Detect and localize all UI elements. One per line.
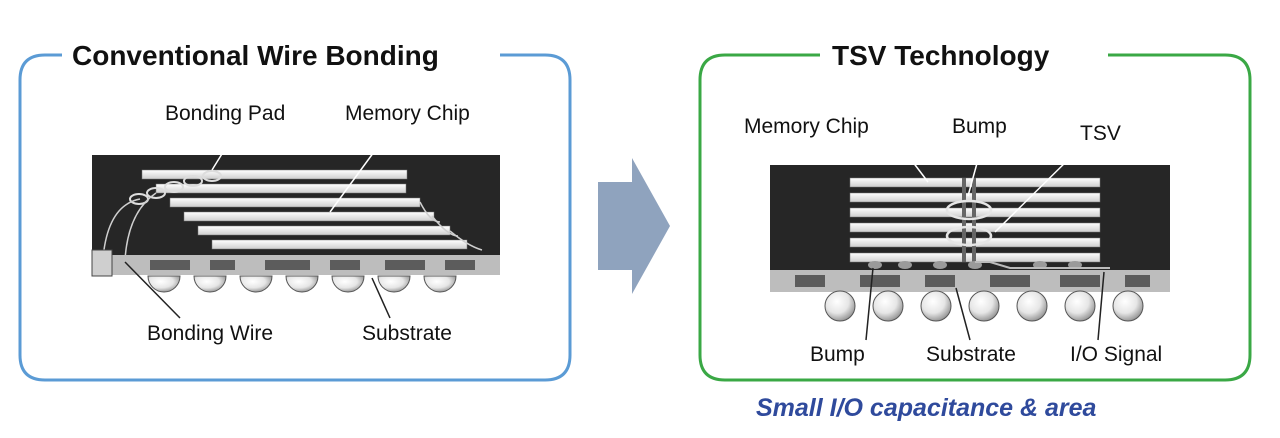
- left-corner-pad: [91, 249, 113, 277]
- right-panel-title: TSV Technology: [822, 40, 1060, 72]
- wire-bonding-package: [91, 127, 500, 319]
- right-solder-balls: [824, 290, 1144, 322]
- bump-bottom-label: Bump: [810, 343, 865, 366]
- left-solder-balls: [147, 275, 457, 293]
- right-arrow-icon: [598, 158, 670, 294]
- left-panel-border: [18, 53, 572, 382]
- right-leader-lines: [899, 144, 1079, 233]
- io-signal-trace: [975, 261, 1110, 269]
- right-panel-border: [698, 53, 1252, 382]
- left-bonding-pads: [129, 170, 222, 205]
- left-leader-lines-bottom: [124, 261, 391, 319]
- tsv-highlight-rings: [945, 199, 993, 247]
- left-memory-chip-label: Memory Chip: [345, 102, 470, 125]
- right-substrate-pattern: [795, 275, 1150, 287]
- tsv-package: [770, 144, 1170, 341]
- right-memory-chip-label: Memory Chip: [744, 115, 869, 138]
- bonding-wire-label: Bonding Wire: [147, 322, 274, 345]
- left-substrate-label: Substrate: [362, 322, 452, 345]
- right-leader-lines-bottom: [865, 267, 1105, 341]
- right-substrate-label: Substrate: [926, 343, 1016, 366]
- left-leader-lines: [211, 127, 391, 213]
- bonding-pad-label: Bonding Pad: [165, 102, 286, 125]
- bump-top-label: Bump: [952, 115, 1007, 138]
- left-panel-title: Conventional Wire Bonding: [62, 40, 449, 72]
- left-substrate-pattern: [150, 260, 475, 270]
- left-bonding-wires: [102, 192, 483, 261]
- tsv-label: TSV: [1080, 122, 1121, 145]
- io-signal-label: I/O Signal: [1070, 343, 1163, 366]
- right-substrate: [770, 270, 1170, 292]
- tsv-benefit-note: Small I/O capacitance & area: [756, 394, 1097, 422]
